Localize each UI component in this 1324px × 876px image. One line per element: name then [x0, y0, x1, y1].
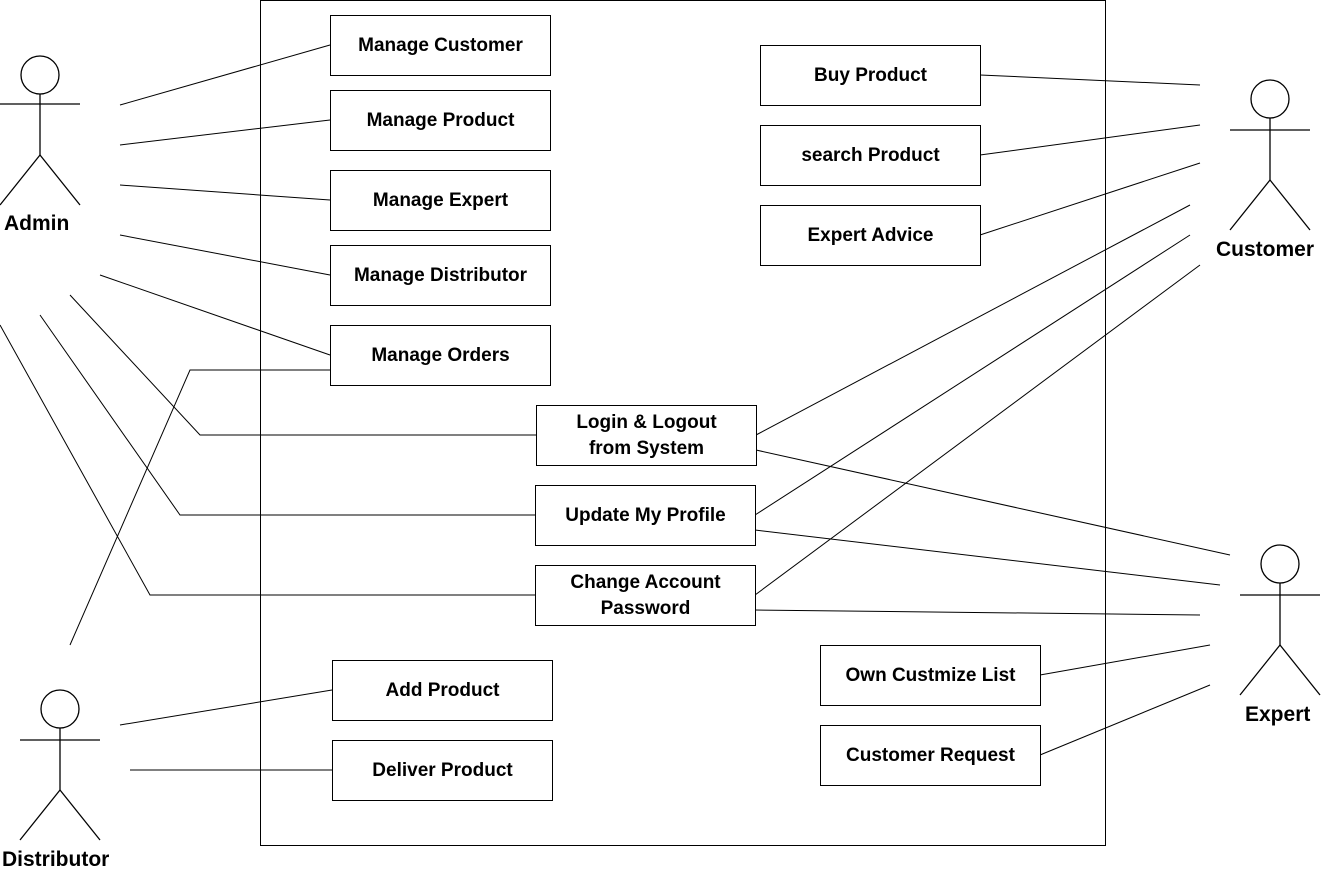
usecase-expert-advice: Expert Advice	[760, 205, 981, 266]
usecase-login-logout: Login & Logout from System	[536, 405, 757, 466]
usecase-update-profile: Update My Profile	[535, 485, 756, 546]
distributor-actor-label: Distributor	[2, 848, 110, 871]
customer-actor-figure	[1229, 79, 1311, 231]
association-lines	[0, 44, 1231, 771]
usecase-manage-distributor: Manage Distributor	[330, 245, 551, 306]
usecase-own-customize-list: Own Custmize List	[820, 645, 1041, 706]
customer-change-password-link	[754, 264, 1201, 596]
usecase-manage-customer: Manage Customer	[330, 15, 551, 76]
customer-login-link	[755, 204, 1191, 436]
admin-change-password-link	[0, 324, 535, 596]
usecase-manage-orders: Manage Orders	[330, 325, 551, 386]
customer-update-profile-link	[754, 234, 1191, 516]
customer-actor-label: Customer	[1216, 238, 1315, 261]
usecase-change-password: Change Account Password	[535, 565, 756, 626]
admin-update-profile-link	[39, 314, 535, 516]
customer-expert-advice-link	[979, 162, 1201, 236]
expert-login-link	[755, 449, 1231, 556]
admin-manage-orders-link	[99, 274, 331, 356]
system-boundary	[260, 0, 1106, 846]
expert-update-profile-link	[754, 529, 1221, 586]
usecase-add-product: Add Product	[332, 660, 553, 721]
usecase-manage-product: Manage Product	[330, 90, 551, 151]
usecase-search-product: search Product	[760, 125, 981, 186]
admin-manage-expert-link	[119, 184, 331, 201]
expert-customer-request-link	[1039, 684, 1211, 756]
expert-actor-label: Expert	[1245, 703, 1311, 726]
usecase-manage-expert: Manage Expert	[330, 170, 551, 231]
customer-buy-product-link	[979, 74, 1201, 86]
distributor-add-product-link	[119, 689, 333, 726]
admin-login-link	[69, 294, 536, 436]
usecase-buy-product: Buy Product	[760, 45, 981, 106]
usecase-customer-request: Customer Request	[820, 725, 1041, 786]
distributor-manage-orders-link	[69, 369, 330, 646]
distributor-actor-figure	[19, 689, 101, 841]
expert-actor-figure	[1239, 544, 1321, 696]
admin-manage-customer-link	[119, 44, 331, 106]
admin-actor-figure	[0, 55, 81, 206]
admin-manage-distributor-link	[119, 234, 331, 276]
customer-search-product-link	[979, 124, 1201, 156]
usecase-deliver-product: Deliver Product	[332, 740, 553, 801]
expert-own-list-link	[1039, 644, 1211, 676]
expert-change-password-link	[754, 609, 1201, 616]
admin-manage-product-link	[119, 119, 331, 146]
admin-actor-label: Admin	[4, 212, 70, 235]
